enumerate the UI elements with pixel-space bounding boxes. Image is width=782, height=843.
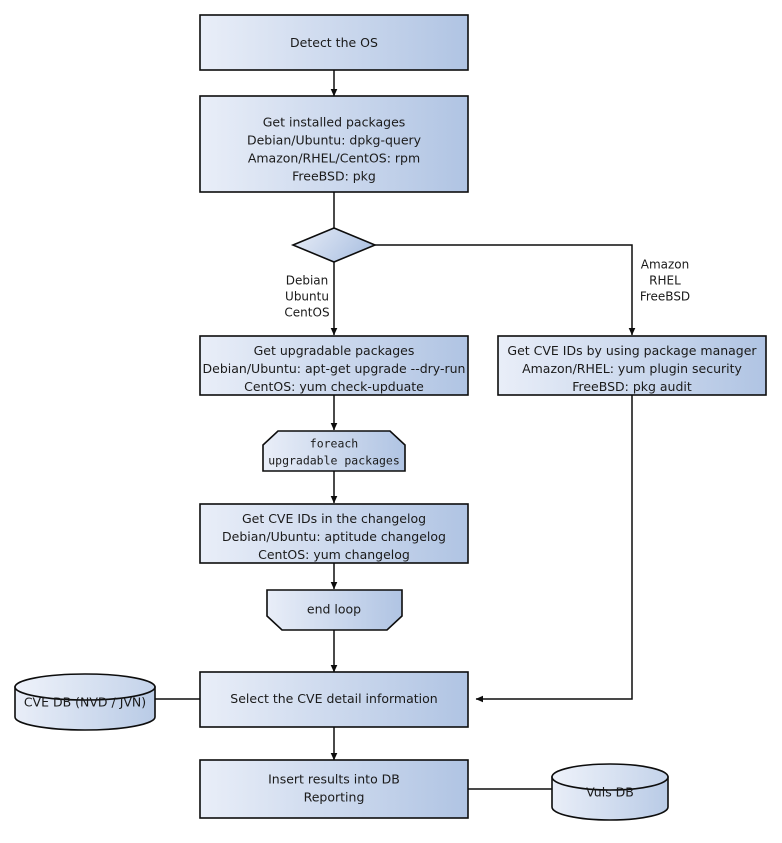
node-cve-db-label: CVE DB (NVD / JVN) [24,695,146,710]
edge-label-right-line-2: RHEL [649,274,681,288]
node-get-installed-packages-line-2: Debian/Ubuntu: dpkg-query [247,133,422,148]
node-changelog-line-2: Debian/Ubuntu: aptitude changelog [222,529,446,544]
node-select-cve-line-1: Select the CVE detail information [230,691,437,706]
edge-decision-right-branch [375,244,636,336]
node-get-upgradable-packages[interactable]: Get upgradable packages Debian/Ubuntu: a… [199,335,469,396]
node-get-cve-ids-pm-line-3: FreeBSD: pkg audit [572,379,692,394]
node-get-installed-packages-line-4: FreeBSD: pkg [292,169,376,184]
node-vuls-db[interactable]: Vuls DB [551,763,669,821]
node-get-upgradable-packages-line-1: Get upgradable packages [254,343,415,358]
node-detect-os-line-1: Detect the OS [290,35,378,50]
node-get-installed-packages-line-1: Get installed packages [263,115,406,130]
node-get-cve-ids-package-manager[interactable]: Get CVE IDs by using package manager Ama… [497,335,767,396]
edge-label-right-line-3: FreeBSD [640,290,690,304]
edge-label-left-line-3: CentOS [284,306,329,320]
node-changelog-line-1: Get CVE IDs in the changelog [242,511,426,526]
node-os-decision[interactable] [290,227,378,263]
node-get-installed-packages-line-3: Amazon/RHEL/CentOS: rpm [248,151,420,166]
node-foreach-loop-start[interactable]: foreach upgradable packages [262,430,406,472]
node-foreach-line-1: foreach [310,437,358,451]
edge-label-left-branch: Debian Ubuntu CentOS [284,274,329,320]
node-get-cve-ids-pm-line-1: Get CVE IDs by using package manager [507,343,757,358]
edge-label-left-line-1: Debian [286,274,329,288]
node-foreach-line-2: upgradable packages [268,454,400,468]
node-get-cve-ids-pm-line-2: Amazon/RHEL: yum plugin security [522,361,742,376]
edge-label-right-line-1: Amazon [641,258,690,272]
edge-label-left-line-2: Ubuntu [285,290,329,304]
node-get-installed-packages[interactable]: Get installed packages Debian/Ubuntu: dp… [199,95,469,193]
edges-layer [155,70,636,790]
node-select-cve-detail[interactable]: Select the CVE detail information [199,671,469,728]
edge-label-right-branch: Amazon RHEL FreeBSD [640,258,690,304]
node-vuls-db-label: Vuls DB [586,785,634,800]
node-get-upgradable-packages-line-2: Debian/Ubuntu: apt-get upgrade --dry-run [203,361,466,376]
node-insert-results-line-1: Insert results into DB [268,772,400,787]
node-changelog-line-3: CentOS: yum changelog [258,547,410,562]
node-detect-os[interactable]: Detect the OS [199,14,469,71]
node-get-upgradable-packages-line-3: CentOS: yum check-upduate [244,379,424,394]
node-get-cve-ids-changelog[interactable]: Get CVE IDs in the changelog Debian/Ubun… [199,503,469,564]
node-end-loop[interactable]: end loop [266,589,403,631]
node-end-loop-line-1: end loop [307,602,361,617]
edge-pm-to-select [475,395,633,703]
node-insert-results-line-2: Reporting [304,790,365,805]
node-insert-results[interactable]: Insert results into DB Reporting [199,759,469,819]
node-cve-db[interactable]: CVE DB (NVD / JVN) [14,673,156,731]
